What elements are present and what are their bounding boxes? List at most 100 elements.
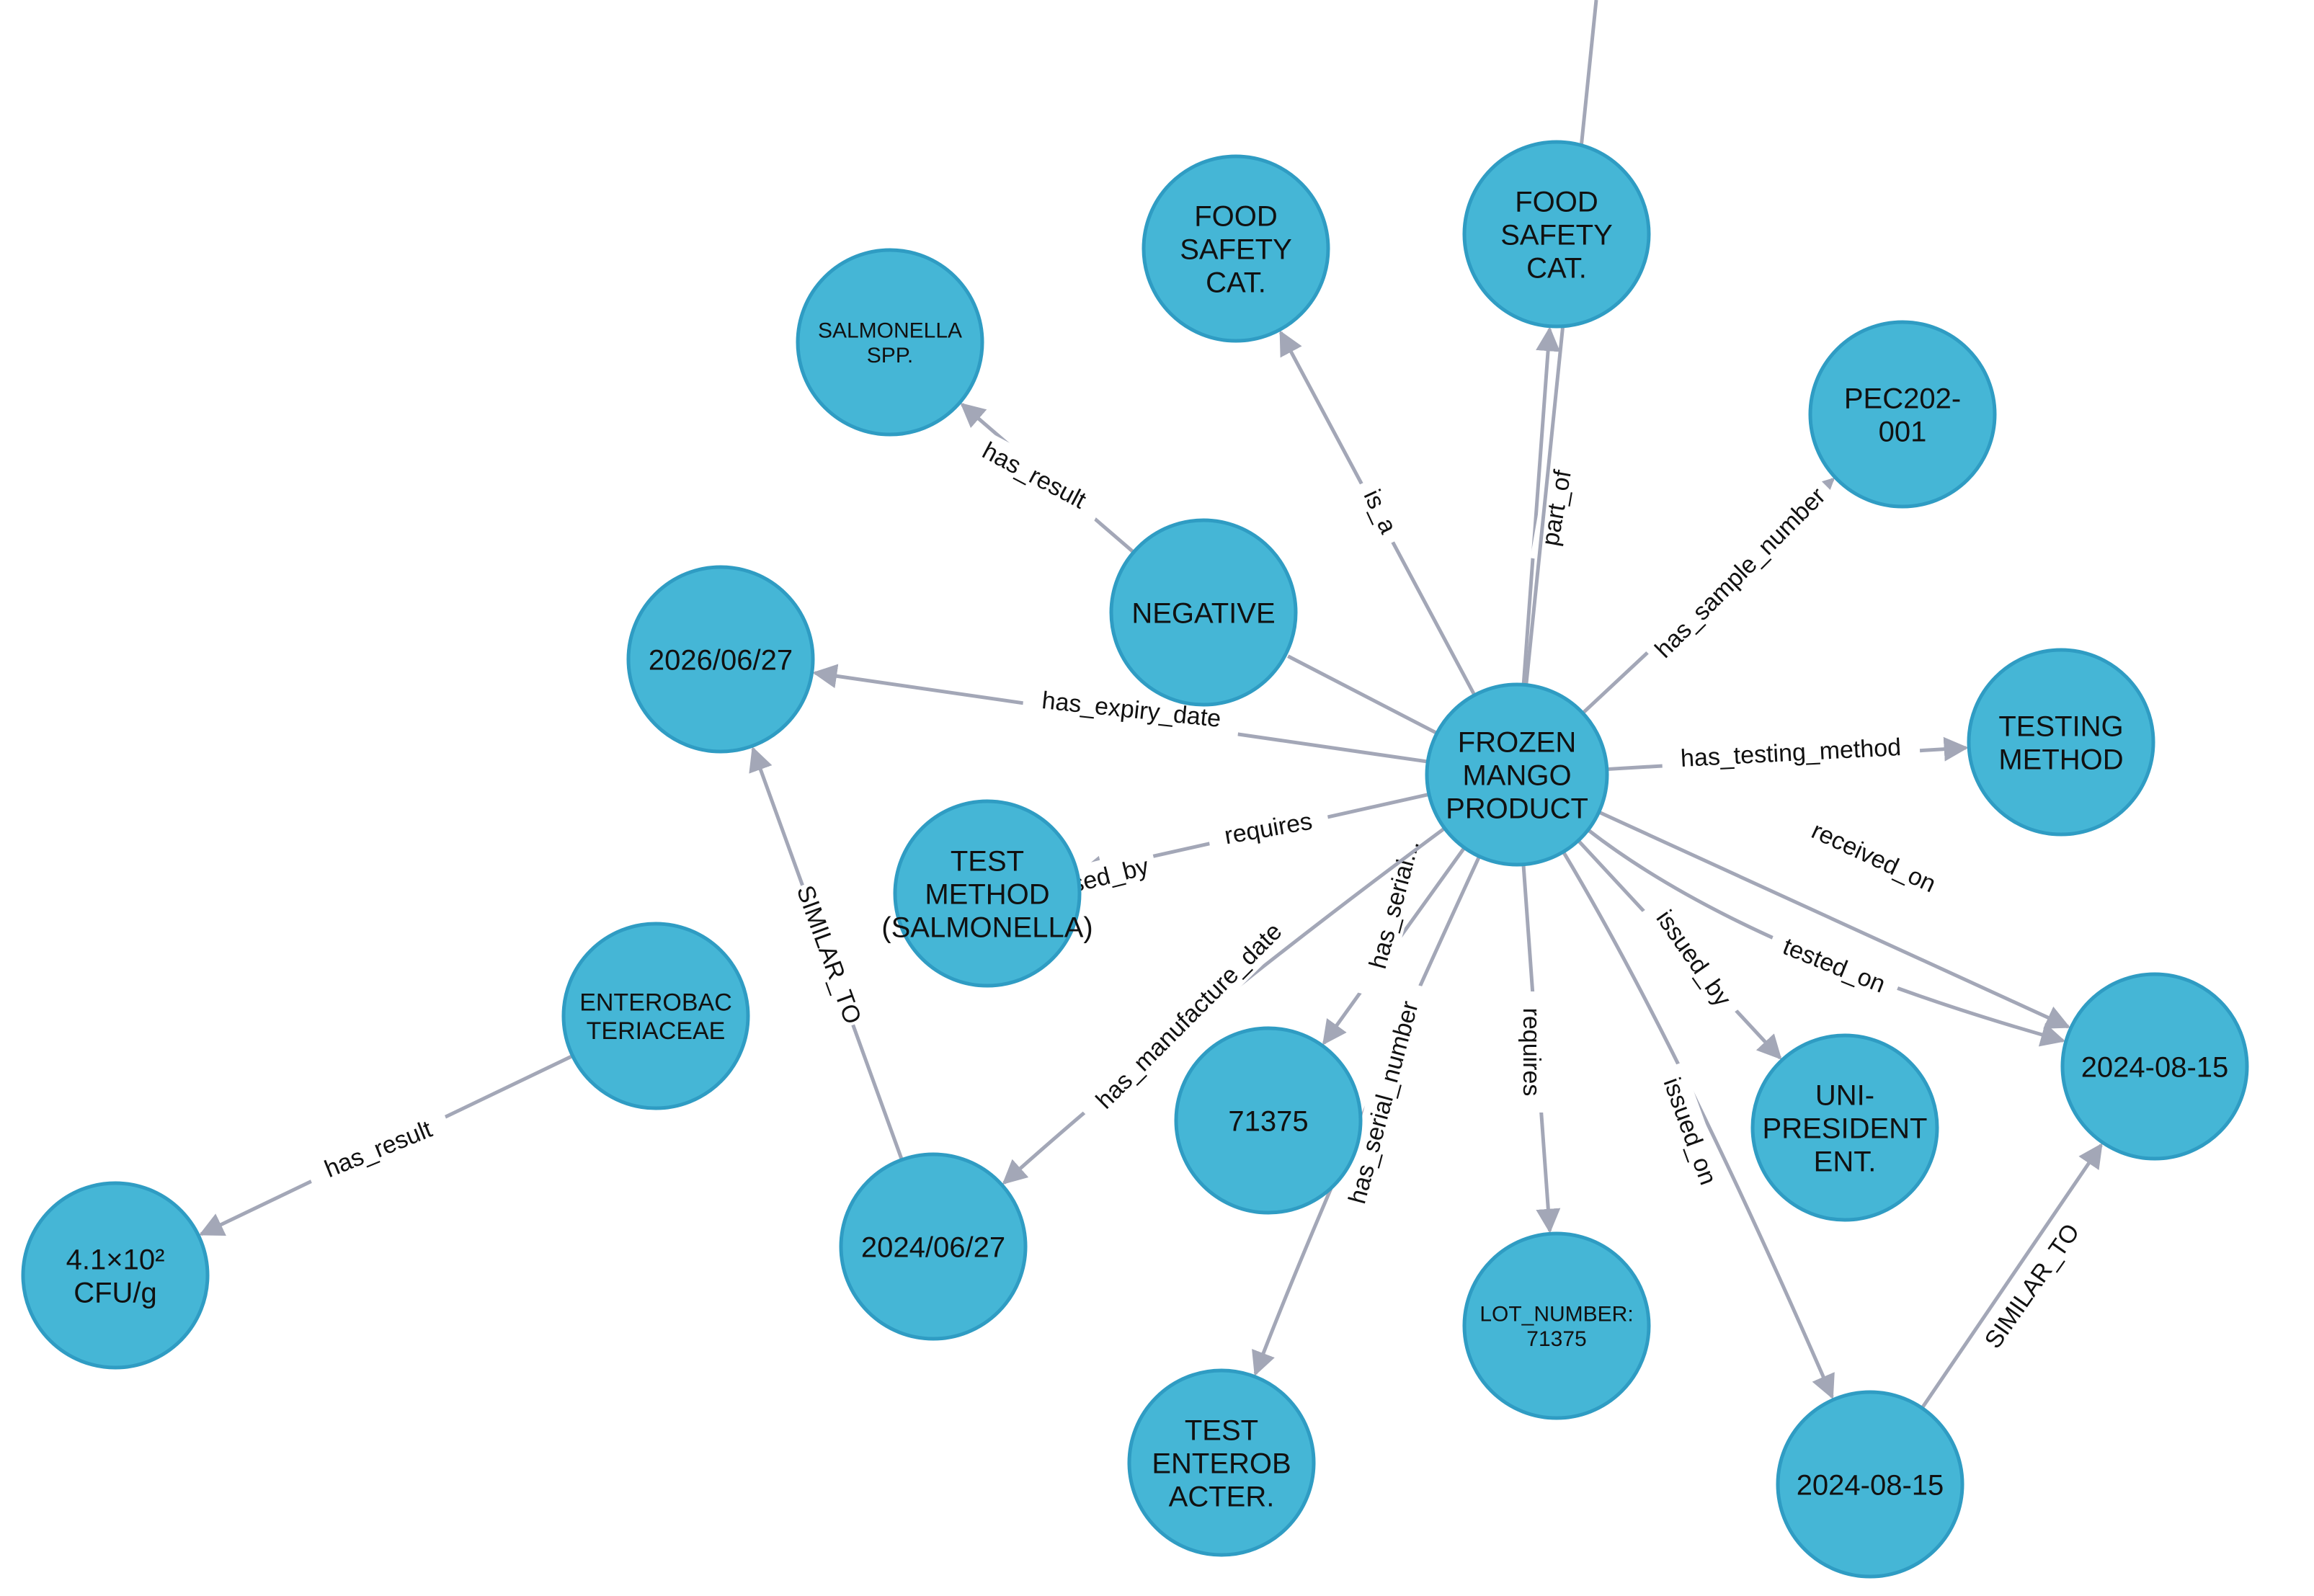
node-circle — [1776, 1390, 1964, 1579]
node-label: CAT. — [1526, 252, 1587, 284]
edge-has-result-neg: has_result — [960, 402, 1135, 554]
node-label: METHOD — [925, 878, 1049, 910]
edge-label: issued_by — [1642, 893, 1747, 1023]
node-label: CFU/g — [74, 1277, 157, 1309]
edge-similar-to-dates: SIMILAR_TO — [1920, 1143, 2103, 1409]
node-label: 2024/06/27 — [861, 1231, 1005, 1263]
node-circle — [1142, 154, 1330, 343]
node-label: CAT. — [1206, 267, 1266, 298]
node-label: FOOD — [1515, 186, 1598, 218]
edge-line — [1524, 0, 1598, 685]
edge-issued-on: issued_on — [1562, 850, 1835, 1400]
node-label: 4.1×10² — [66, 1244, 165, 1275]
node-mfg[interactable]: 2024/06/27 — [839, 1152, 1028, 1341]
edge-label-text: has_serial... — [1364, 837, 1425, 972]
edge-label-text: received_on — [1807, 817, 1940, 899]
edge-line — [1920, 1143, 2103, 1409]
edge-label: has_result — [961, 425, 1108, 525]
node-label: ACTER. — [1169, 1481, 1275, 1512]
edge-label: tested_on — [1766, 924, 1903, 1006]
edge-is-a: is_a — [1278, 330, 1477, 696]
node-label: TESTING — [1998, 710, 2123, 742]
edge-label-text: has_testing_method — [1680, 734, 1902, 772]
node-label: FROZEN — [1458, 726, 1576, 758]
node-circle — [2060, 972, 2249, 1161]
edge-has-expiry-date: has_expiry_date — [812, 664, 1428, 764]
node-label: MANGO — [1462, 759, 1571, 791]
node-exp[interactable]: 2026/06/27 — [626, 565, 815, 754]
edge-label-text: has_result — [978, 437, 1091, 514]
node-circle — [626, 565, 815, 754]
node-n71375[interactable]: 71375 — [1174, 1026, 1363, 1215]
node-circle — [1808, 320, 1997, 509]
node-label: PRESIDENT — [1763, 1113, 1928, 1144]
node-d2[interactable]: 2024-08-15 — [1776, 1390, 1964, 1579]
node-circle — [561, 922, 750, 1110]
edge-frozen-negative — [1287, 654, 1438, 735]
node-label: TERIACEAE — [587, 1017, 726, 1045]
node-label: NEGATIVE — [1131, 597, 1275, 629]
edge-label: SIMILAR_TO — [788, 879, 871, 1030]
node-circle — [1462, 140, 1651, 329]
edge-label: has_sample_number — [1642, 474, 1838, 671]
node-circle — [796, 248, 984, 437]
node-label: 2026/06/27 — [649, 644, 793, 676]
edge-label-text: SIMILAR_TO — [1980, 1219, 2086, 1354]
node-label: LOT_NUMBER: — [1479, 1303, 1633, 1327]
node-label: ENT. — [1814, 1146, 1877, 1177]
node-label: FOOD — [1194, 200, 1278, 232]
edge-label-text: issued_by — [1651, 905, 1737, 1011]
edge-label-text: SIMILAR_TO — [791, 882, 867, 1027]
edge-line — [1287, 654, 1438, 735]
node-label: UNI- — [1815, 1079, 1874, 1111]
edge-label: has_testing_method — [1660, 728, 1921, 776]
node-label: PRODUCT — [1446, 793, 1588, 824]
node-circle — [839, 1152, 1028, 1341]
node-label: ENTEROBAC — [579, 989, 732, 1017]
node-circle — [893, 799, 1082, 988]
node-label: ENTEROB — [1152, 1448, 1291, 1479]
node-label: PEC202- — [1844, 383, 1961, 414]
node-label: METHOD — [1998, 744, 2123, 775]
edge-label: SIMILAR_TO — [1975, 1215, 2088, 1356]
node-lot[interactable]: LOT_NUMBER:71375 — [1462, 1231, 1651, 1420]
edge-label-text: has_sample_number — [1650, 482, 1830, 663]
node-circle — [1174, 1026, 1363, 1215]
edge-has-testing-method: has_testing_method — [1606, 728, 1969, 776]
edge-issued-by: issued_by — [1577, 839, 1782, 1060]
node-negative[interactable]: NEGATIVE — [1109, 518, 1298, 707]
node-label: 001 — [1879, 416, 1927, 447]
edge-line — [1521, 326, 1561, 685]
node-label: 2024-08-15 — [1797, 1469, 1944, 1501]
edge-label: issued_on — [1652, 1061, 1730, 1200]
node-label: TEST — [951, 845, 1024, 877]
node-label: 71375 — [1228, 1105, 1308, 1137]
node-pec[interactable]: PEC202-001 — [1808, 320, 1997, 509]
edge-label: is_a — [1351, 474, 1410, 548]
node-label: SAFETY — [1500, 219, 1613, 251]
node-d1[interactable]: 2024-08-15 — [2060, 972, 2249, 1161]
node-circle — [1425, 682, 1609, 867]
edge-line — [1598, 810, 2071, 1029]
node-circle — [1462, 1231, 1651, 1420]
edge-requires-lot: requires — [1516, 864, 1561, 1234]
node-label: SPP. — [867, 344, 914, 367]
node-circle — [1127, 1368, 1316, 1557]
node-circle — [1109, 518, 1298, 707]
node-circle — [1967, 648, 2155, 837]
node-label: (SALMONELLA) — [881, 911, 1093, 943]
node-label: SAFETY — [1180, 233, 1292, 265]
edge-offscreen — [1524, 0, 1598, 685]
node-label: 2024-08-15 — [2081, 1051, 2229, 1083]
